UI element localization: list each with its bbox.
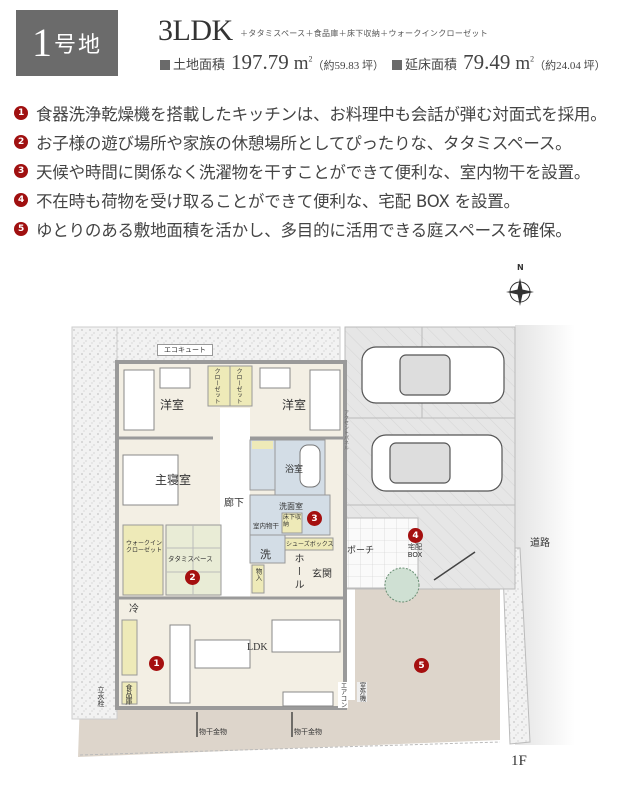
- number-badge: 2: [14, 134, 28, 149]
- marker-3: 3: [307, 511, 322, 526]
- floor-area-tsubo: （約24.04 坪）: [534, 60, 606, 72]
- land-area-value: 197.79: [231, 50, 289, 74]
- feature-list: 1 食器洗浄乾燥機を搭載したキッチンは、お料理中も会話が弾む対面式を採用。 2 お子…: [14, 98, 607, 243]
- delivery-box-label: 宅配BOX: [407, 543, 423, 560]
- floor-area-label: 延床面積: [405, 58, 458, 73]
- plan-type: 3LDK: [158, 14, 233, 47]
- marker-2: 2: [185, 570, 200, 585]
- garden: [78, 582, 500, 757]
- road-label: 道路: [530, 538, 550, 549]
- outdoor-unit-label: 室外機: [357, 682, 367, 702]
- area-row: 土地面積 197.79 m2 （約59.83 坪） 延床面積 79.49 m2 …: [160, 50, 614, 75]
- square-bullet-icon: [160, 60, 170, 70]
- number-badge: 5: [14, 221, 28, 236]
- indoor-drying-label: 室内物干: [253, 522, 279, 530]
- feature-text: 食器洗浄乾燥機を搭載したキッチンは、お料理中も会話が弾む対面式を採用。: [36, 104, 607, 124]
- faucet-label: 立水栓: [97, 686, 105, 707]
- accent-panel-label: アクセントパネル: [343, 410, 349, 450]
- feature-item: 2 お子様の遊び場所や家族の休憩場所としてぴったりな、タタミスペース。: [14, 127, 607, 156]
- plan-extras: ＋タタミスペース＋食品庫＋床下収納＋ウォークインクローゼット: [240, 29, 489, 38]
- ecocute-label: エコキュート: [157, 344, 213, 356]
- underfloor-storage-label: 床下収納: [283, 514, 302, 528]
- bicycle-icon: [433, 551, 476, 581]
- lot-number: 1: [31, 20, 52, 65]
- closet-1: クローゼット: [213, 368, 220, 404]
- closet-2: クローゼット: [235, 368, 242, 404]
- shoebox-label: シューズボックス: [286, 541, 334, 548]
- marker-4: 4: [408, 528, 423, 543]
- feature-item: 1 食器洗浄乾燥機を搭載したキッチンは、お料理中も会話が弾む対面式を採用。: [14, 98, 607, 127]
- marker-5: 5: [414, 658, 429, 673]
- room-western-2: 洋室: [282, 398, 307, 412]
- pantry-label: 食品庫: [125, 684, 133, 705]
- storage-label: 物入: [254, 568, 262, 581]
- feature-text: お子様の遊び場所や家族の休憩場所としてぴったりな、タタミスペース。: [36, 133, 572, 153]
- room-entrance: 玄関: [312, 569, 332, 580]
- land-area-unit: m2: [293, 53, 313, 74]
- tatami-space-label: タタミスペース: [168, 555, 213, 563]
- car-icon: [371, 434, 503, 492]
- feature-text: 天候や時間に関係なく洗濯物を干すことができて便利な、室内物干を設置。: [36, 162, 591, 182]
- tree-icon: [384, 567, 420, 603]
- lot-badge: 1 号地: [16, 10, 118, 76]
- number-badge: 4: [14, 192, 28, 207]
- compass-north-label: N: [517, 263, 524, 272]
- land-area-tsubo: （約59.83 坪）: [312, 60, 385, 72]
- aircon-label: エアコン: [338, 682, 348, 708]
- floor-area-unit: m2: [515, 53, 535, 74]
- room-washroom: 洗面室: [279, 502, 303, 511]
- lot-suffix: 号地: [53, 33, 102, 58]
- feature-text: ゆとりのある敷地面積を活かし、多目的に活用できる庭スペースを確保。: [36, 220, 572, 240]
- dry-hanger-2-label: 物干金物: [294, 728, 322, 736]
- feature-item: 4 不在時も荷物を受け取ることができて便利な、宅配 BOX を設置。: [14, 185, 607, 214]
- feature-item: 5 ゆとりのある敷地面積を活かし、多目的に活用できる庭スペースを確保。: [14, 214, 607, 243]
- land-area-label: 土地面積: [173, 58, 226, 73]
- number-badge: 3: [14, 163, 28, 178]
- washer-label: 洗: [260, 548, 271, 561]
- marker-1: 1: [149, 656, 164, 671]
- floor-area-value: 79.49: [463, 50, 511, 74]
- walkin-closet-label: ウォークインクローゼット: [125, 540, 162, 555]
- room-ldk: LDK: [247, 642, 268, 653]
- number-badge: 1: [14, 105, 28, 120]
- feature-item: 3 天候や時間に関係なく洗濯物を干すことができて便利な、室内物干を設置。: [14, 156, 607, 185]
- square-bullet-icon: [392, 60, 403, 70]
- floor-label: 1F: [511, 753, 527, 769]
- room-western-1: 洋室: [160, 398, 185, 412]
- fridge-label: 冷: [129, 604, 139, 615]
- dry-hanger-1-label: 物干金物: [199, 728, 227, 736]
- room-bath: 浴室: [285, 465, 304, 475]
- porch-label: ポーチ: [347, 546, 375, 556]
- feature-text: 不在時も荷物を受け取ることができて便利な、宅配 BOX を設置。: [36, 191, 520, 211]
- room-hall: ホール: [292, 553, 303, 592]
- room-corridor: 廊下: [224, 498, 244, 509]
- car-icon: [361, 346, 505, 404]
- room-master-bedroom: 主寝室: [155, 473, 192, 487]
- compass-icon: [506, 278, 534, 306]
